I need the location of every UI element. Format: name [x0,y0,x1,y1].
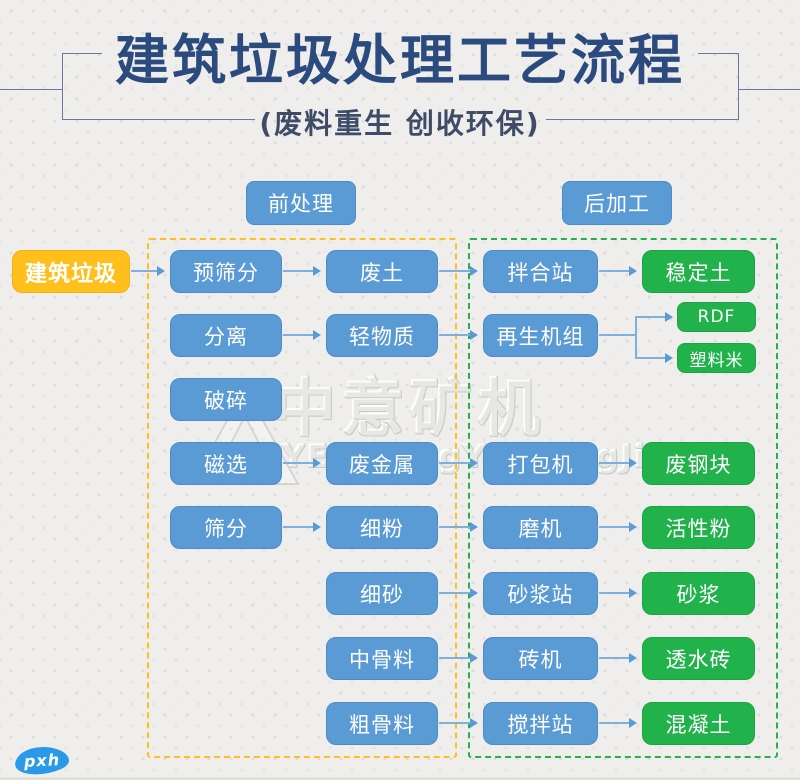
flow-branch-line [635,316,637,358]
pre-processing-group-frame [147,238,457,758]
bottom-border-line [0,777,800,780]
node-brick-machine: 砖机 [483,637,598,680]
header-frame-line [62,53,63,120]
flow-arrow [635,312,673,322]
flow-arrow [599,653,637,663]
section-header-pre-processing: 前处理 [246,181,356,225]
node-pre-screening: 预筛分 [170,250,282,293]
flow-arrow [439,266,478,276]
flow-arrow [599,458,637,468]
node-coarse-aggregate: 粗骨料 [326,702,438,745]
node-fine-powder: 细粉 [326,506,438,549]
flow-arrow [599,266,637,276]
node-construction-waste: 建筑垃圾 [12,250,130,293]
flow-arrow [635,353,673,363]
node-concrete-mixing-station: 搅拌站 [483,702,598,745]
node-concrete: 混凝土 [642,702,755,745]
header-frame-line [63,119,255,120]
flow-arrow [439,458,478,468]
flow-arrow [439,653,478,663]
pxh-logo: pxh [14,745,70,776]
header-frame-line [698,53,738,54]
node-light-material: 轻物质 [326,314,438,357]
flow-branch-line [599,334,635,336]
flow-arrow [439,588,478,598]
flow-arrow [131,266,165,276]
node-screening: 筛分 [170,506,282,549]
header-frame-line [0,89,62,90]
node-active-powder: 活性粉 [642,506,755,549]
node-crushing: 破碎 [170,378,282,421]
node-mortar: 砂浆 [642,572,755,615]
node-medium-aggregate: 中骨料 [326,637,438,680]
post-processing-group-frame [468,238,778,758]
node-separation: 分离 [170,314,282,357]
node-baler: 打包机 [483,442,598,485]
node-mortar-station: 砂浆站 [483,572,598,615]
flow-arrow [283,330,321,340]
node-scrap-steel-block: 废钢块 [642,442,755,485]
node-permeable-brick: 透水砖 [642,637,755,680]
node-rdf: RDF [677,302,756,332]
node-stabilized-soil: 稳定土 [642,250,755,293]
flow-arrow [439,522,478,532]
page-title: 建筑垃圾处理工艺流程 [115,29,685,92]
flow-arrow [283,266,321,276]
node-scrap-metal: 废金属 [326,442,438,485]
section-header-post-processing: 后加工 [562,181,672,225]
header-frame-line [738,89,800,90]
header-frame-line [62,53,102,54]
flow-arrow [439,718,478,728]
node-mill: 磨机 [483,506,598,549]
flow-arrow [599,522,637,532]
header-frame-line [546,119,738,120]
flow-arrow [599,588,637,598]
node-mixing-station: 拌合站 [483,250,598,293]
node-regeneration-unit: 再生机组 [483,314,598,357]
node-fine-sand: 细砂 [326,572,438,615]
node-magnetic-separation: 磁选 [170,442,282,485]
flow-arrow [283,522,321,532]
flow-arrow [599,718,637,728]
flow-arrow [283,458,321,468]
header-frame-line [738,53,739,120]
node-waste-soil: 废土 [326,250,438,293]
pxh-logo-text: pxh [23,750,61,771]
page-subtitle: (废料重生 创收环保) [259,107,541,140]
node-plastic-pellet: 塑料米 [677,343,756,373]
flow-arrow [439,330,478,340]
